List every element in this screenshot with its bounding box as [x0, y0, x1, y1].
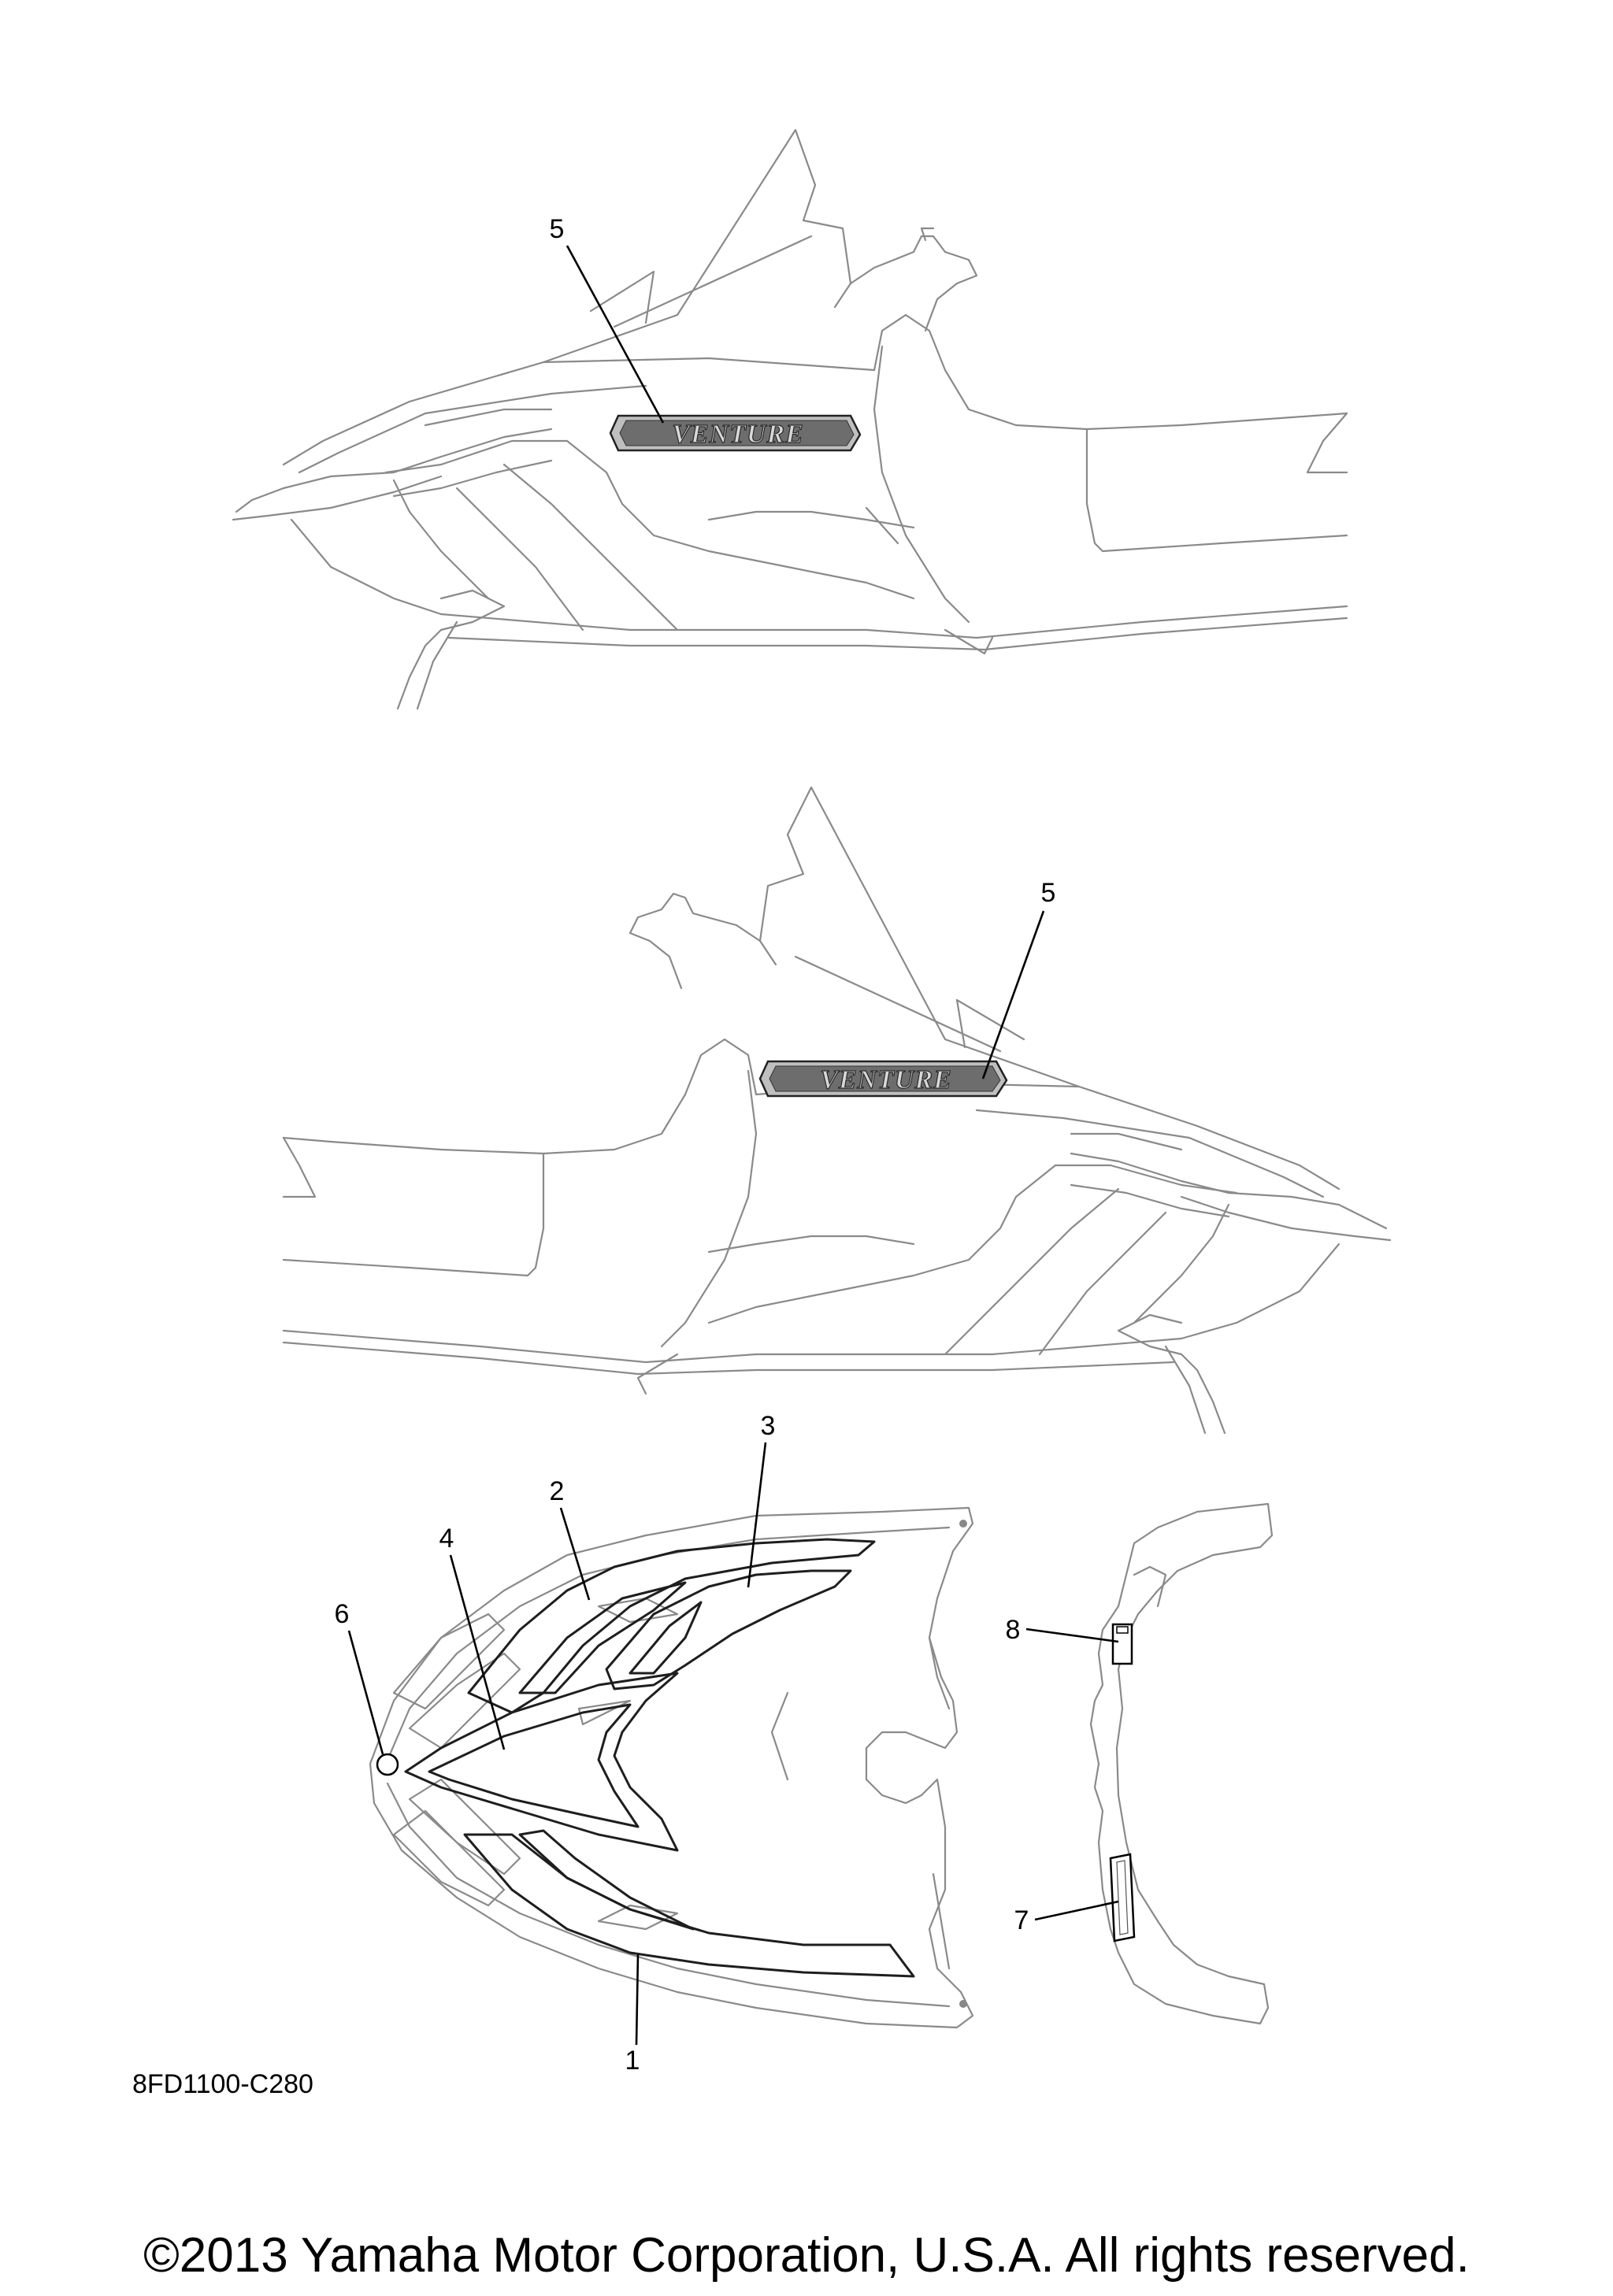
callout-2: 2 [550, 1476, 591, 1601]
side-profile-view [1089, 1502, 1274, 2025]
emblem-text-middle: VENTURE [820, 1065, 952, 1094]
decal-3-inner [629, 1601, 703, 1675]
decal-3 [605, 1569, 852, 1691]
middle-side-view [282, 786, 1392, 1435]
callout-8: 8 [1006, 1615, 1119, 1645]
callout-label: 1 [625, 2046, 640, 2076]
venture-emblem-upper: VENTURE [609, 414, 862, 452]
leader-line [1034, 1900, 1119, 1921]
callout-5-middle: 5 [981, 878, 1056, 1079]
leader-line [559, 1507, 591, 1601]
decal-4 [404, 1672, 679, 1852]
decal-2 [467, 1538, 876, 1714]
leader-line [635, 1953, 640, 2046]
leader-line [747, 1442, 767, 1588]
leader-line [1025, 1628, 1119, 1643]
leader-line [565, 245, 665, 424]
decal-1 [463, 1833, 915, 1978]
callout-label: 8 [1006, 1615, 1021, 1645]
label-7 [1109, 1853, 1136, 1942]
emblem-text-upper: VENTURE [672, 420, 804, 449]
leader-line [347, 1630, 384, 1755]
callout-4: 4 [439, 1524, 506, 1750]
emblem-6 [376, 1753, 399, 1776]
callout-1: 1 [625, 1953, 640, 2076]
decal-2-inner [518, 1581, 687, 1694]
callout-label: 7 [1014, 1905, 1029, 1935]
copyright-notice: ©2013 Yamaha Motor Corporation, U.S.A. A… [143, 2228, 1470, 2283]
callout-3: 3 [747, 1411, 776, 1588]
callout-label: 5 [1041, 878, 1056, 908]
callout-label: 6 [335, 1599, 350, 1629]
decal-4-inner [428, 1703, 640, 1828]
callout-label: 5 [550, 214, 565, 244]
callout-label: 2 [550, 1476, 565, 1506]
leader-line [449, 1554, 506, 1750]
callout-label: 3 [761, 1411, 776, 1441]
diagram-code: 8FD1100-C280 [132, 2069, 313, 2099]
callout-5-upper: 5 [550, 214, 665, 424]
decal-1-inner [518, 1829, 695, 1931]
upper-side-view [232, 128, 1348, 710]
callout-label: 4 [439, 1524, 454, 1554]
venture-emblem-middle: VENTURE [758, 1060, 1008, 1098]
callout-7: 7 [1014, 1900, 1119, 1935]
hood-top-view [369, 1506, 974, 2029]
callout-6: 6 [335, 1599, 384, 1755]
leader-line [981, 910, 1045, 1079]
